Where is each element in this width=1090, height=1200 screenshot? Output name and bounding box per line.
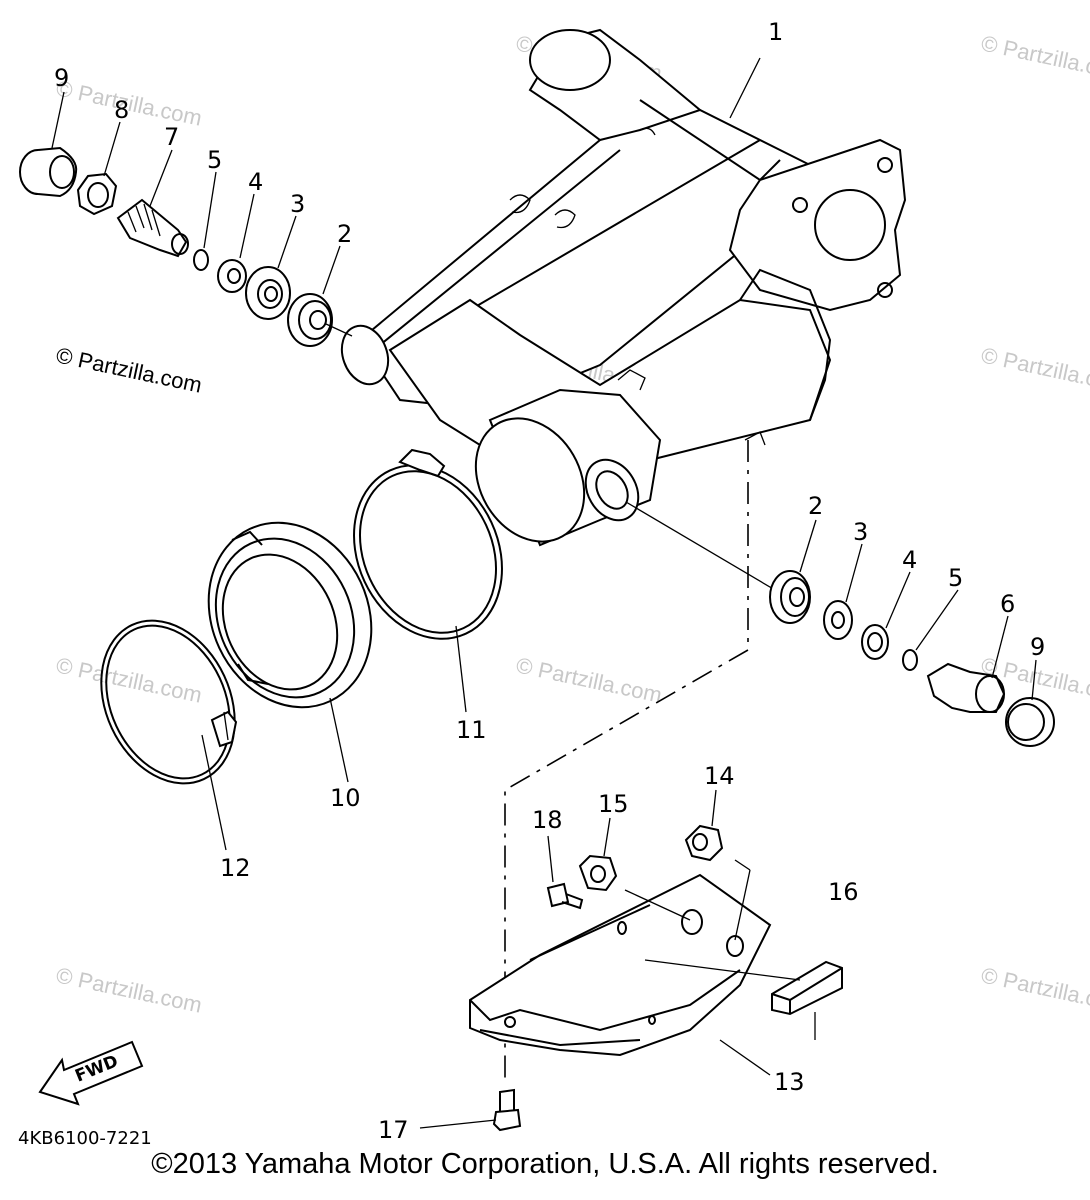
watermark: © Partzilla.com: [979, 962, 1090, 1017]
callout-12: 12: [220, 854, 251, 882]
callouts: 1 2 3 4 5 7 8 9 2 3 4 5 6 9 10 11 12 13 …: [54, 18, 1045, 1144]
callout-7: 7: [164, 123, 179, 151]
callout-2: 2: [337, 220, 352, 248]
watermark: © Partzilla.com: [979, 342, 1090, 397]
leader-lines: [51, 57, 1037, 1129]
callout-9: 9: [1030, 633, 1045, 661]
callout-17: 17: [378, 1116, 409, 1144]
callout-11: 11: [456, 716, 487, 744]
callout-15: 15: [598, 790, 629, 818]
callout-2: 2: [808, 492, 823, 520]
callout-9: 9: [54, 64, 69, 92]
swingarm-part-1: [340, 28, 907, 547]
right-pivot-parts: [625, 501, 1055, 747]
callout-4: 4: [902, 546, 917, 574]
callout-6: 6: [1000, 590, 1015, 618]
callout-13: 13: [774, 1068, 805, 1096]
callout-5: 5: [948, 564, 963, 592]
callout-16: 16: [828, 878, 859, 906]
fwd-arrow-icon: FWD: [38, 1040, 144, 1106]
lower-guard-parts: [469, 824, 843, 1132]
callout-8: 8: [114, 96, 129, 124]
callout-4: 4: [248, 168, 263, 196]
callout-10: 10: [330, 784, 361, 812]
left-pivot-parts: [19, 146, 353, 347]
boot-and-clamps: [100, 448, 503, 785]
watermark: © Partzilla.com: [54, 962, 204, 1017]
assembly-centerline: [504, 440, 749, 1080]
callout-14: 14: [704, 762, 735, 790]
callout-5: 5: [207, 146, 222, 174]
callout-3: 3: [290, 190, 305, 218]
watermark: © Partzilla.com: [54, 652, 204, 707]
copyright-notice: ©2013 Yamaha Motor Corporation, U.S.A. A…: [151, 1148, 939, 1180]
watermark: © Partzilla.com: [979, 30, 1090, 85]
watermark: © Partzilla.com: [54, 342, 204, 397]
part-code: 4KB6100-7221: [18, 1128, 152, 1149]
callout-1: 1: [768, 18, 783, 46]
callout-18: 18: [532, 806, 563, 834]
callout-3: 3: [853, 518, 868, 546]
watermark: © Partzilla.com: [514, 652, 664, 707]
